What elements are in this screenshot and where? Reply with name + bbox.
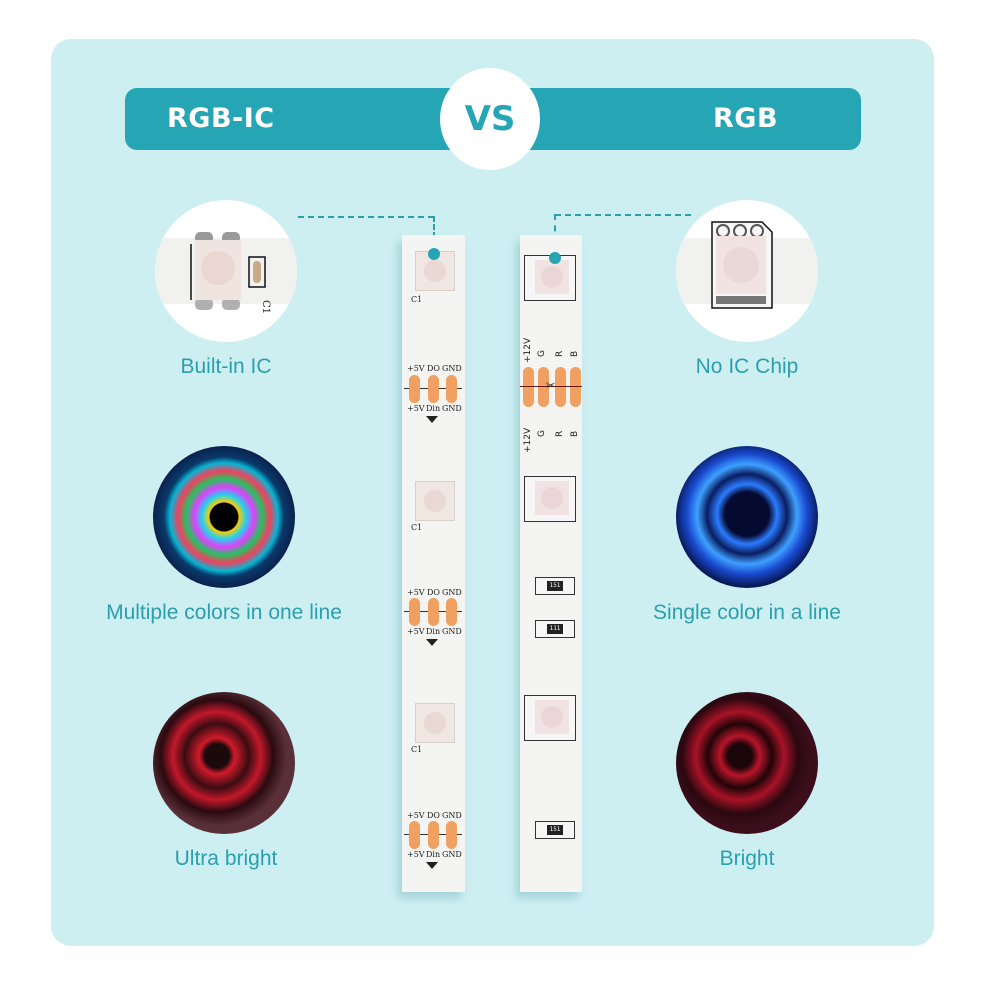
- built-in-ic-label: Built-in IC: [180, 355, 272, 378]
- ic-callout-dot: [428, 248, 440, 260]
- solder-pad: [570, 367, 581, 407]
- capacitor-label: C1: [411, 523, 423, 532]
- resistor: 151: [535, 577, 575, 595]
- ic-connector-line: [298, 216, 434, 218]
- capacitor-label: C1: [411, 745, 423, 754]
- ultra-bright-reel-image: [153, 692, 295, 834]
- pad-label-r: R: [555, 430, 565, 437]
- bright-label: Bright: [719, 847, 775, 870]
- resistor-label: 151: [547, 581, 563, 591]
- pad-label-g: G: [537, 430, 547, 437]
- rgb-connector-drop: [554, 214, 556, 254]
- pad-label-do: DO: [427, 364, 440, 373]
- rgb-ic-title: RGB-IC: [167, 103, 275, 134]
- direction-arrow-icon: [426, 862, 438, 869]
- capacitor-label: C1: [411, 295, 423, 304]
- pad-label-do: DO: [427, 811, 440, 820]
- pad-label-gnd: GND: [442, 627, 462, 636]
- vs-badge: VS: [440, 68, 540, 170]
- ic-chip-closeup-image: C1: [155, 200, 297, 342]
- solder-pad: [446, 375, 457, 403]
- solder-pad: [428, 598, 439, 626]
- pad-label-5v: +5V: [407, 811, 425, 820]
- svg-text:C1: C1: [260, 300, 271, 314]
- bright-reel-image: [676, 692, 818, 834]
- solder-pad: [428, 375, 439, 403]
- pad-label-gnd: GND: [442, 404, 462, 413]
- solder-pad: [446, 821, 457, 849]
- pad-label-din: Din: [426, 627, 441, 636]
- pad-label-b: B: [570, 430, 580, 437]
- ic-led: [415, 703, 455, 743]
- rgb-callout-dot: [549, 252, 561, 264]
- ic-connector-drop: [433, 216, 435, 246]
- pad-label-gnd: GND: [442, 850, 462, 859]
- ic-led: [415, 481, 455, 521]
- multicolor-reel-image: [153, 446, 295, 588]
- solder-pad: [555, 367, 566, 407]
- rgb-led: [524, 255, 576, 301]
- solder-pad: [409, 375, 420, 403]
- pad-label-g: G: [537, 350, 547, 357]
- rgb-led: [524, 695, 576, 741]
- rgb-strip: +12V G R B ✂ +12V G R B 151 111 151: [520, 235, 582, 892]
- ultra-bright-label: Ultra bright: [174, 847, 278, 870]
- pad-label-5v: +5V: [407, 404, 425, 413]
- direction-arrow-icon: [426, 416, 438, 423]
- rgb-chip-icon: [676, 221, 818, 309]
- single-color-reel-image: [676, 446, 818, 588]
- no-ic-chip-closeup-image: [676, 200, 818, 342]
- solder-pad: [428, 821, 439, 849]
- rgb-connector-line: [555, 214, 691, 216]
- pad-label-gnd: GND: [442, 811, 462, 820]
- pad-label-r: R: [555, 350, 565, 357]
- pad-label-gnd: GND: [442, 364, 462, 373]
- resistor-label: 111: [547, 624, 563, 634]
- ic-chip-icon: C1: [155, 232, 297, 314]
- cut-line: [520, 386, 582, 387]
- solder-pad: [409, 821, 420, 849]
- solder-pad: [538, 367, 549, 407]
- pad-label-din: Din: [426, 850, 441, 859]
- rgb-led: [524, 476, 576, 522]
- pad-label-din: Din: [426, 404, 441, 413]
- multiple-colors-label: Multiple colors in one line: [106, 601, 342, 624]
- no-ic-chip-label: No IC Chip: [695, 355, 799, 378]
- solder-pad: [523, 367, 534, 407]
- solder-pad: [409, 598, 420, 626]
- single-color-label: Single color in a line: [653, 601, 841, 624]
- pad-label-gnd: GND: [442, 588, 462, 597]
- rgb-title: RGB: [713, 103, 779, 134]
- scissors-icon: ✂: [546, 379, 556, 392]
- pad-label-5v: +5V: [407, 850, 425, 859]
- resistor: 111: [535, 620, 575, 638]
- pad-label-5v: +5V: [407, 627, 425, 636]
- direction-arrow-icon: [426, 639, 438, 646]
- solder-pad: [446, 598, 457, 626]
- pad-label-12v: +12V: [523, 337, 533, 363]
- pad-label-b: B: [570, 350, 580, 357]
- pad-label-5v: +5V: [407, 364, 425, 373]
- pad-label-do: DO: [427, 588, 440, 597]
- rgb-ic-strip: C1 +5V DO GND +5V Din GND C1 +5V DO GND …: [402, 235, 465, 892]
- pad-label-5v: +5V: [407, 588, 425, 597]
- resistor: 151: [535, 821, 575, 839]
- pad-label-12v: +12V: [523, 427, 533, 453]
- resistor-label: 151: [547, 825, 563, 835]
